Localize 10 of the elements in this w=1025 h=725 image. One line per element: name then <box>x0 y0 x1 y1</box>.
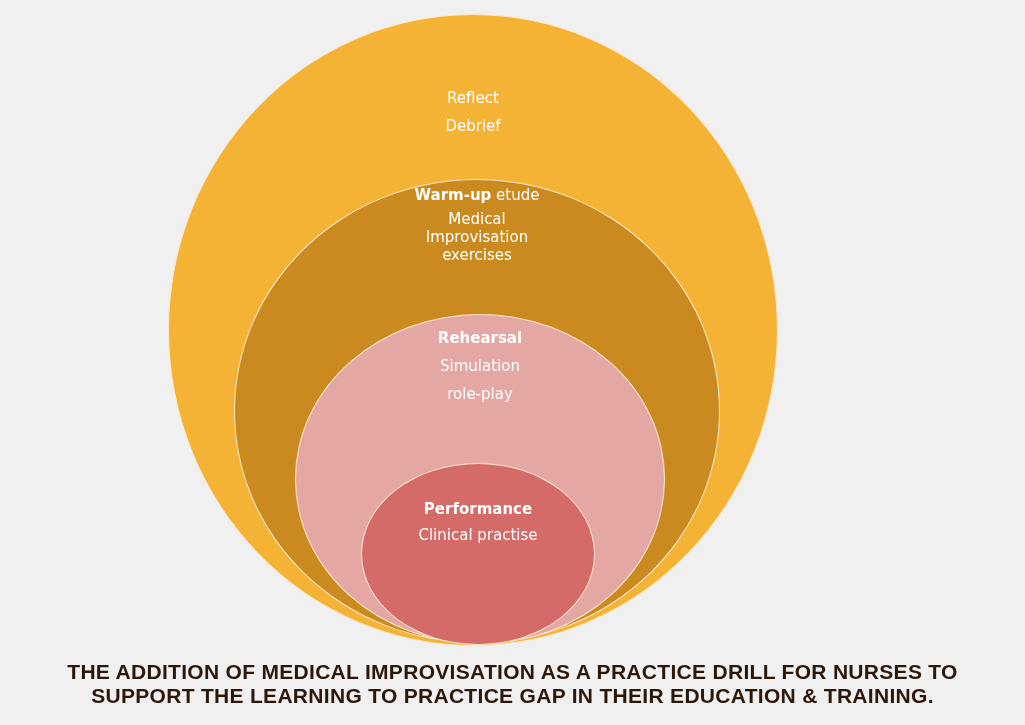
layer-text: Reflect <box>447 89 499 107</box>
layer-text: Simulation <box>440 357 520 375</box>
layer-text: Debrief <box>445 117 501 135</box>
layer-text: role-play <box>447 385 513 403</box>
layer-heading: Rehearsal <box>437 329 523 347</box>
layer-text: Medical Improvisation exercises <box>424 210 530 264</box>
caption: THE ADDITION OF MEDICAL IMPROVISATION AS A PRACTICE DRILL FOR NURSES TO SUPPORT THE LEARNING TO PRACTICE GAP IN THEIR EDUCATION & TRAINING. <box>66 660 959 708</box>
layer-heading: Performance <box>423 500 533 518</box>
layer-text: Clinical practise <box>418 526 538 544</box>
layer-text: Warm-up etude <box>414 186 540 204</box>
